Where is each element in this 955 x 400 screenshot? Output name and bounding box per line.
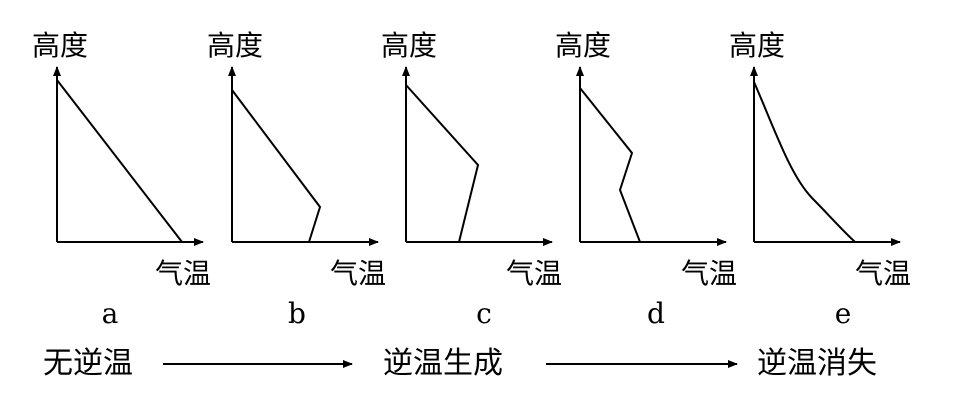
process-row: 无逆温 逆温生成 逆温消失 — [43, 346, 877, 381]
panel-caption: c — [476, 297, 492, 330]
temperature-profile — [579, 87, 641, 243]
x-axis-label: 气温 — [855, 257, 911, 290]
panel-d: 高度 气温 d — [555, 29, 737, 330]
panel-e: 高度 气温 e — [729, 29, 911, 330]
panel-b: 高度 气温 b — [207, 29, 386, 330]
temperature-profile — [231, 89, 322, 243]
panel-caption: b — [288, 297, 306, 330]
y-axis-label: 高度 — [32, 29, 88, 62]
panel-caption: e — [835, 297, 852, 330]
panel-a: 高度 气温 a — [32, 29, 211, 330]
x-axis-label: 气温 — [155, 257, 211, 290]
temperature-profile — [405, 84, 480, 243]
y-axis-label: 高度 — [729, 29, 785, 62]
panel-c: 高度 气温 c — [381, 29, 562, 330]
stage-inversion-forms: 逆温生成 — [383, 346, 503, 381]
x-axis-label: 气温 — [681, 257, 737, 290]
x-axis-label: 气温 — [330, 257, 386, 290]
panel-caption: d — [647, 297, 665, 330]
stage-no-inversion: 无逆温 — [43, 346, 133, 381]
y-axis-label: 高度 — [555, 29, 611, 62]
stage-inversion-dissipates: 逆温消失 — [757, 346, 877, 381]
temperature-profile — [56, 79, 183, 243]
x-axis-label: 气温 — [506, 257, 562, 290]
y-axis-label: 高度 — [381, 29, 437, 62]
y-axis-label: 高度 — [207, 29, 263, 62]
panel-caption: a — [102, 297, 119, 330]
temperature-profile — [753, 81, 856, 243]
